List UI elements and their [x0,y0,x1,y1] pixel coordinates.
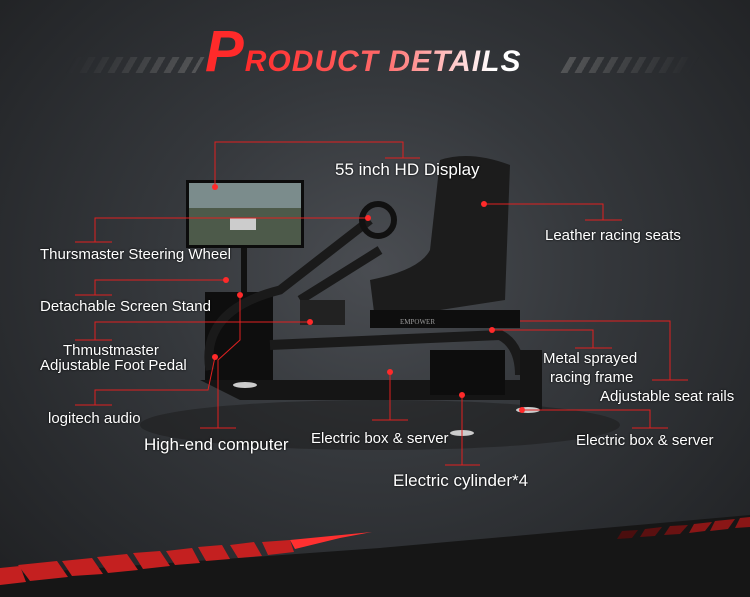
label-screen-stand: Detachable Screen Stand [40,298,211,315]
label-display: 55 inch HD Display [335,160,480,179]
electric-box [430,350,505,395]
label-cylinder: Electric cylinder*4 [393,471,529,490]
label-audio: logitech audio [48,410,141,427]
label-frame-line1: Metal sprayed [543,350,638,367]
title-initial: P [205,19,245,84]
label-electric-box-center: Electric box & server [311,430,449,447]
steering-wheel [359,201,397,239]
label-computer: High-end computer [144,435,289,454]
title-rest: RODUCT DETAILS [244,45,522,78]
label-steering-wheel: Thursmaster Steering Wheel [40,246,231,263]
page-title: PRODUCT DETAILS [205,18,521,85]
label-pedal-line2: Adjustable Foot Pedal [40,357,187,374]
label-seats: Leather racing seats [545,227,681,244]
label-electric-box-right: Electric box & server [576,432,714,449]
label-frame-line2: racing frame [550,369,634,386]
label-seat-rails: Adjustable seat rails [600,388,735,405]
label-pedal-line1: Thmustmaster [63,342,159,359]
seat-brand: EMPOWER [400,318,435,326]
racing-seat [370,156,510,320]
